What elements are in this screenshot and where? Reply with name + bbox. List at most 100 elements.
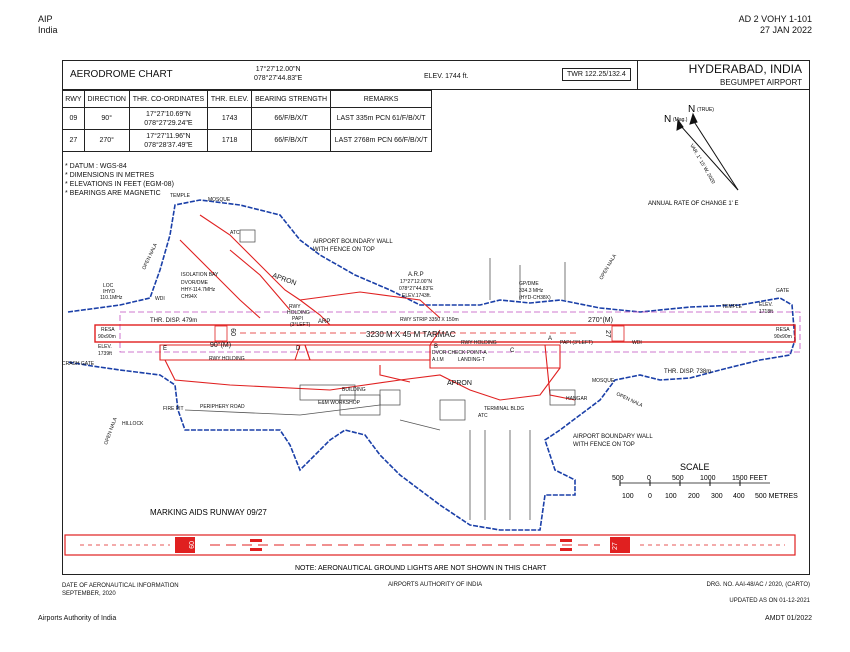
page-number: AD 2 VOHY 1-101	[738, 14, 812, 24]
label-apron: APRON	[447, 380, 472, 387]
north-mag-sub: (Mag.)	[673, 117, 688, 123]
info-date-value: SEPTEMBER, 2020	[62, 591, 116, 597]
label-rwy-holding: RWY HOLDING	[209, 356, 245, 362]
label-gp-dme: GP/DME	[519, 281, 539, 287]
label-rwy-holding: RWY	[289, 304, 301, 310]
label-rwy-holding: HOLDING	[287, 310, 310, 316]
marking-aids-runway	[64, 534, 796, 556]
label-periphery-road: PERIPHERY ROAD	[200, 404, 245, 410]
aerodrome-elevation: ELEV. 1744 ft.	[424, 73, 469, 80]
note-datum: * DATUM : WGS-84	[65, 163, 127, 170]
scale-bar: SCALE 500 0 500 1000 1500 FEET 100 0 100…	[612, 462, 798, 500]
label-elev-left-value: 1739ft	[98, 351, 113, 357]
title-block: AERODROME CHART 17°27'12.00"N 078°27'44.…	[62, 60, 810, 90]
scale-title: SCALE	[680, 462, 710, 472]
info-date: DATE OF AERONAUTICAL INFORMATION SEPTEMB…	[62, 582, 179, 598]
aip-text: AIP	[38, 14, 53, 24]
label-apron: APRON	[271, 272, 297, 287]
label-gp-freq: 334.3 MHz	[519, 288, 544, 294]
label-fire-pit: FIRE PIT	[163, 406, 184, 412]
label-wdi: WDI	[155, 296, 165, 302]
buildings	[239, 229, 576, 421]
label-boundary-fence: WITH FENCE ON TOP	[313, 247, 375, 253]
label-open-nala: OPEN NALA	[103, 416, 119, 446]
label-mosque: MOSQUE	[208, 197, 231, 203]
label-atc: ATC	[478, 413, 488, 419]
label-arp-title: A.R.P	[408, 272, 424, 278]
label-resa-left: RESA	[101, 327, 115, 333]
label-runway-dimensions: 3230 M X 45 M TARMAC	[366, 330, 456, 339]
label-building: BUILDING	[342, 387, 366, 393]
label-arp-lon: 078°27'44.83"E	[399, 286, 434, 292]
runway	[94, 324, 796, 343]
scale-feet-tick: 500	[672, 475, 684, 482]
north-mag-label: N	[664, 114, 671, 125]
label-hangar: HANGAR	[566, 396, 588, 402]
label-hillock: HILLOCK	[122, 421, 144, 427]
scale-feet-tick: 0	[647, 475, 651, 482]
publisher: AIRPORTS AUTHORITY OF INDIA	[388, 582, 483, 588]
label-elev-right-value: 1718ft	[759, 309, 774, 315]
north-arrow-icon	[676, 112, 739, 191]
marking-rwy-09: 09	[187, 541, 194, 549]
label-runway-strip: RWY STRIP 3350 X 150m	[400, 317, 459, 323]
arp-lat: 17°27'12.00"N	[255, 66, 301, 73]
page-ref: AD 2 VOHY 1-101 27 JAN 2022	[739, 14, 812, 36]
scale-metre-tick: 200	[688, 493, 700, 500]
label-gp-channel: (HYD-CH38X)	[519, 295, 551, 301]
label-papi-angle: (3°LEFT)	[290, 322, 311, 328]
updated-date: UPDATED AS ON 01-12-2021	[729, 598, 810, 604]
coord-lat: 17°27'11.96"N	[146, 132, 191, 140]
arp-lon: 078°27'44.83"E	[254, 75, 303, 82]
label-resa-right: RESA	[776, 327, 790, 333]
label-open-nala: OPEN NALA	[141, 242, 159, 271]
chart-title: AERODROME CHART	[70, 69, 173, 80]
coord-lon: 078°28'37.49"E	[144, 141, 193, 149]
label-open-nala: OPEN NALA	[615, 391, 644, 409]
title-divider	[637, 60, 638, 90]
label-thr-disp-right: THR. DISP. 738m	[664, 369, 711, 375]
lighting-note: NOTE: AERONAUTICAL GROUND LIGHTS ARE NOT…	[295, 565, 547, 572]
scale-metre-tick: 0	[648, 493, 652, 500]
label-mosque: MOSQUE	[592, 378, 615, 384]
label-aim: A.I.M	[432, 357, 444, 363]
boundary-wall	[67, 199, 796, 531]
note-dimensions: * DIMENSIONS IN METRES	[65, 172, 155, 179]
label-dvor-freq: HHY-114.7MHz	[181, 287, 216, 293]
marking-aids-title: MARKING AIDS RUNWAY 09/27	[150, 508, 267, 517]
label-taxiway-a: A	[548, 336, 552, 342]
scale-metre-tick: 400	[733, 493, 745, 500]
coord-lat: 17°27'10.69"N	[146, 110, 191, 118]
arp-coordinates: 17°27'12.00"N 078°27'44.83"E	[254, 65, 302, 83]
coord-lon: 078°27'29.24"E	[144, 119, 193, 127]
label-resa-left-size: 90x90m	[98, 334, 116, 340]
north-true-label: N	[688, 104, 695, 115]
label-rwy-27: 27	[604, 330, 611, 338]
label-wdi-right: WDI	[632, 340, 642, 346]
label-open-nala: OPEN NALA	[599, 253, 619, 281]
label-boundary-fence: WITH FENCE ON TOP	[573, 442, 635, 448]
label-taxiway-b: B	[434, 344, 438, 350]
scale-feet-tick: 500	[612, 475, 624, 482]
label-terminal: TERMINAL BLDG	[484, 406, 524, 412]
label-arp-marker: ARP	[318, 319, 330, 325]
label-loc: LOC	[103, 283, 114, 289]
tower-frequency: TWR 122.25/132.4	[562, 68, 631, 81]
label-dvor: DVOR/DME	[181, 280, 209, 286]
airport-name: BEGUMPET AIRPORT	[720, 78, 802, 87]
label-papi: PAPI	[292, 316, 303, 322]
marking-rwy-27: 27	[612, 542, 619, 550]
label-arp-lat: 17°27'12.00"N	[400, 279, 432, 285]
chart-frame	[62, 60, 810, 575]
note-elevations: * ELEVATIONS IN FEET (EGM-08)	[65, 181, 174, 188]
label-loc-freq: 110.1MHz	[100, 295, 123, 301]
chart-notes: * DATUM : WGS-84 * DIMENSIONS IN METRES …	[65, 162, 174, 198]
label-resa-right-size: 90x90m	[774, 334, 792, 340]
label-boundary-wall: AIRPORT BOUNDARY WALL	[573, 434, 653, 440]
label-landing-t: LANDING-T	[458, 357, 485, 363]
cell-remarks: LAST 2768m PCN 66/F/B/X/T	[330, 129, 432, 152]
label-crash-gate: CRASH GATE	[62, 361, 95, 367]
